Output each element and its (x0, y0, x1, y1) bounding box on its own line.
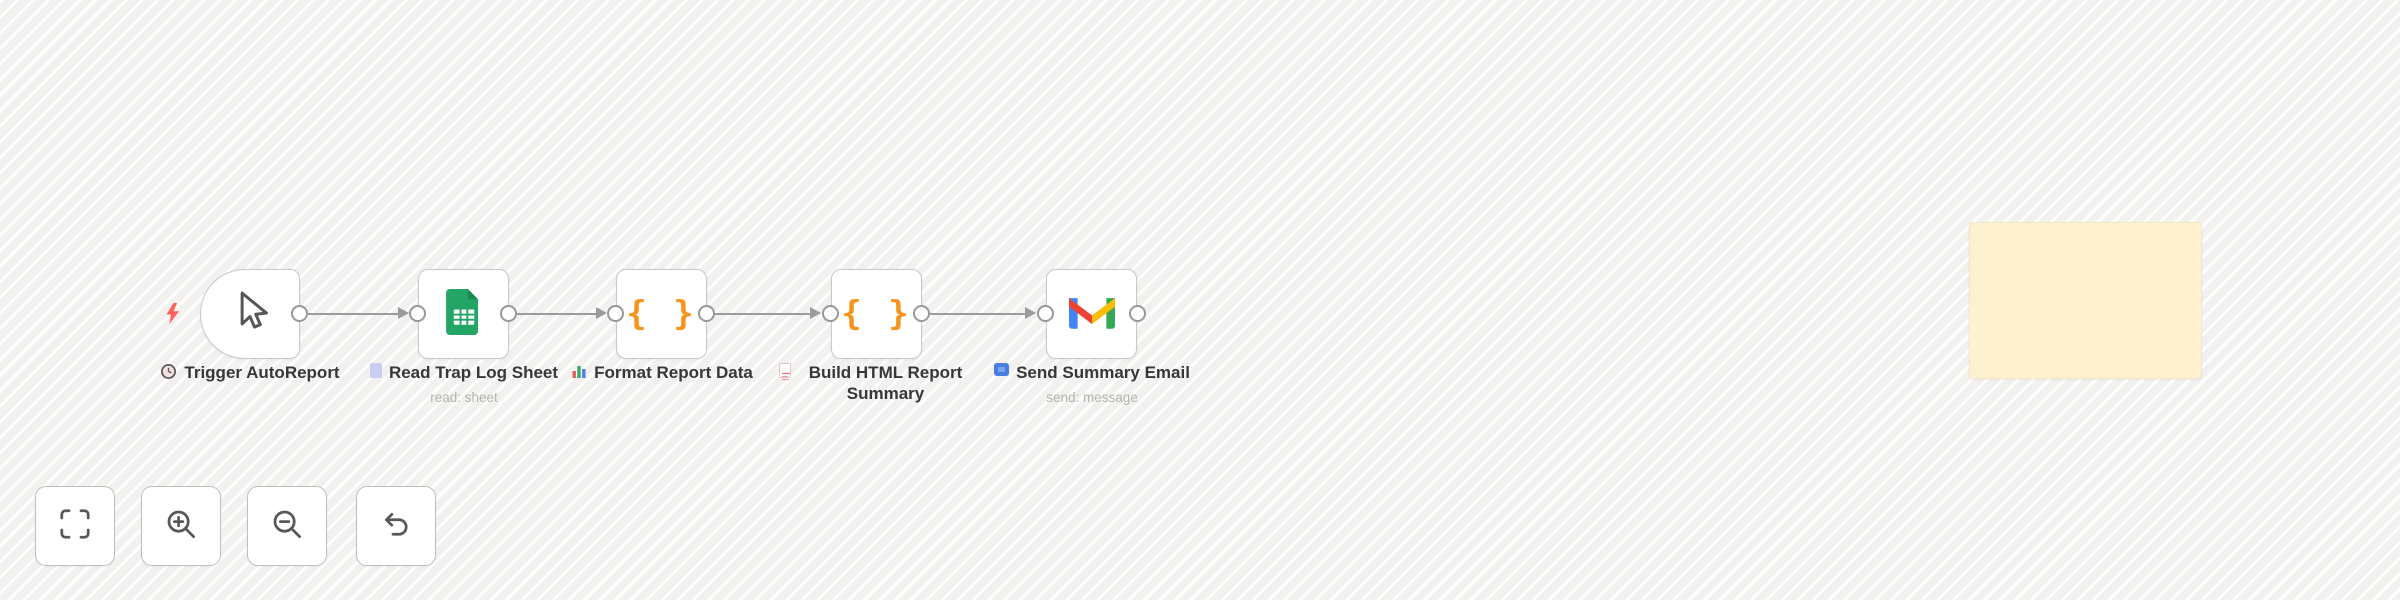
output-port[interactable] (500, 305, 517, 322)
fit-view-icon (57, 506, 93, 547)
input-port[interactable] (822, 305, 839, 322)
gmail-icon (1068, 294, 1115, 334)
node-label-text: Build HTML Report Summary (808, 363, 963, 404)
code-braces-icon: { } (626, 294, 697, 334)
input-port[interactable] (409, 305, 426, 322)
spreadsheet-icon (369, 363, 382, 378)
output-port[interactable] (913, 305, 930, 322)
output-port[interactable] (291, 305, 308, 322)
arrowhead-icon (1025, 307, 1036, 319)
node-label-text: Trigger AutoReport (184, 363, 340, 382)
zoom-in-icon (163, 506, 199, 547)
node-label-text: Read Trap Log Sheet (388, 363, 559, 382)
zoom-in-button[interactable] (141, 486, 221, 566)
node-label-format-data: Format Report Data (542, 362, 782, 384)
connection-wire[interactable] (930, 313, 1027, 315)
node-label-build-html: Build HTML Report Summary (756, 362, 996, 405)
email-icon (994, 363, 1010, 376)
input-port[interactable] (607, 305, 624, 322)
cursor-icon (229, 289, 271, 340)
node-format-report-data[interactable]: { } (616, 269, 707, 359)
node-label-send-email: Send Summary Email (972, 362, 1212, 383)
arrowhead-icon (810, 307, 821, 319)
node-label-text: Send Summary Email (1016, 363, 1190, 382)
bar-chart-icon (571, 363, 587, 384)
node-read-trap-log-sheet[interactable] (418, 269, 509, 359)
node-label-trigger: Trigger AutoReport (130, 362, 370, 385)
node-label-read-sheet: Read Trap Log Sheet (344, 362, 584, 383)
node-label-text: Format Report Data (594, 363, 753, 382)
lightning-bolt-icon (164, 303, 181, 329)
connection-wire[interactable] (517, 313, 598, 315)
zoom-out-button[interactable] (247, 486, 327, 566)
sticky-note[interactable] (1969, 222, 2202, 379)
fit-view-button[interactable] (35, 486, 115, 566)
output-port[interactable] (698, 305, 715, 322)
arrowhead-icon (596, 307, 607, 319)
node-send-summary-email[interactable] (1046, 269, 1137, 359)
undo-button[interactable] (356, 486, 436, 566)
google-sheets-icon (445, 288, 482, 340)
document-icon (779, 363, 791, 381)
arrowhead-icon (398, 307, 409, 319)
undo-icon (378, 506, 414, 547)
input-port[interactable] (1037, 305, 1054, 322)
connection-wire[interactable] (715, 313, 812, 315)
output-port[interactable] (1129, 305, 1146, 322)
node-build-html-report-summary[interactable]: { } (831, 269, 922, 359)
code-braces-icon: { } (841, 294, 912, 334)
connection-wire[interactable] (308, 313, 400, 315)
zoom-out-icon (269, 506, 305, 547)
node-subtitle: send: message (1046, 390, 1138, 405)
clock-icon (160, 363, 177, 385)
node-trigger-autoreport[interactable] (200, 269, 300, 359)
node-subtitle: read: sheet (430, 390, 498, 405)
